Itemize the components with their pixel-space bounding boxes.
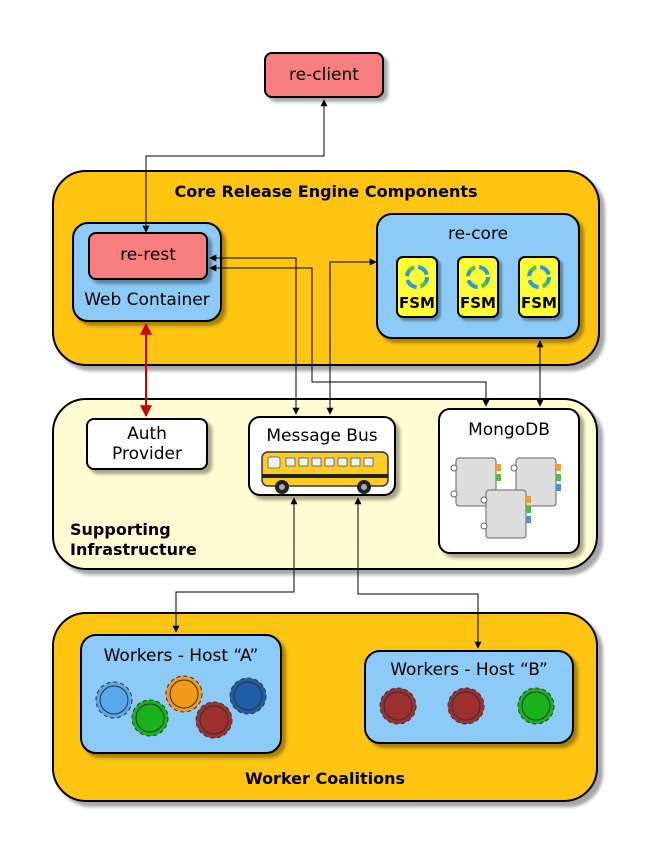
gear-icon	[447, 687, 485, 725]
bus-host-b-connector	[354, 497, 482, 649]
client-rest-connector	[142, 99, 328, 233]
gear-icon	[229, 677, 267, 715]
re-client-label: re-client	[289, 65, 359, 85]
workers-host-b-label: Workers - Host “B”	[390, 660, 548, 680]
gear-icon	[195, 701, 233, 739]
fsm-3[interactable]: FSM	[518, 256, 560, 318]
re-client-box[interactable]: re-client	[264, 52, 384, 98]
cycle-icon	[527, 265, 551, 289]
mongodb-label: MongoDB	[468, 420, 550, 440]
re-rest-box[interactable]: re-rest	[88, 232, 208, 280]
auth-provider-line1: Auth	[127, 424, 167, 444]
rest-bus-connector	[209, 254, 300, 415]
gear-icon	[95, 681, 133, 719]
gear-icon	[379, 687, 417, 725]
bus-icon	[261, 451, 389, 494]
re-rest-label: re-rest	[120, 245, 176, 265]
message-bus-box[interactable]: Message Bus	[248, 416, 396, 496]
re-core-label: re-core	[447, 224, 509, 244]
rest-mongo-connector	[209, 264, 490, 407]
auth-provider-line2: Provider	[112, 444, 182, 464]
infrastructure-title-line2: Infrastructure	[70, 540, 197, 559]
gear-icon	[165, 675, 203, 713]
core-bus-connector	[326, 258, 377, 415]
gear-icon	[131, 699, 169, 737]
gear-icon	[517, 687, 555, 725]
worker-coalitions-title: Worker Coalitions	[244, 769, 406, 788]
fsm-label: FSM	[521, 294, 557, 312]
web-container-label: Web Container	[84, 290, 210, 310]
message-bus-label: Message Bus	[266, 426, 378, 446]
auth-provider-box[interactable]: Auth Provider	[86, 418, 208, 470]
workers-host-a-label: Workers - Host “A”	[103, 646, 259, 666]
bus-host-a-connector	[172, 497, 298, 633]
infrastructure-title-line1: Supporting	[70, 520, 171, 539]
database-documents-icon	[450, 457, 561, 539]
